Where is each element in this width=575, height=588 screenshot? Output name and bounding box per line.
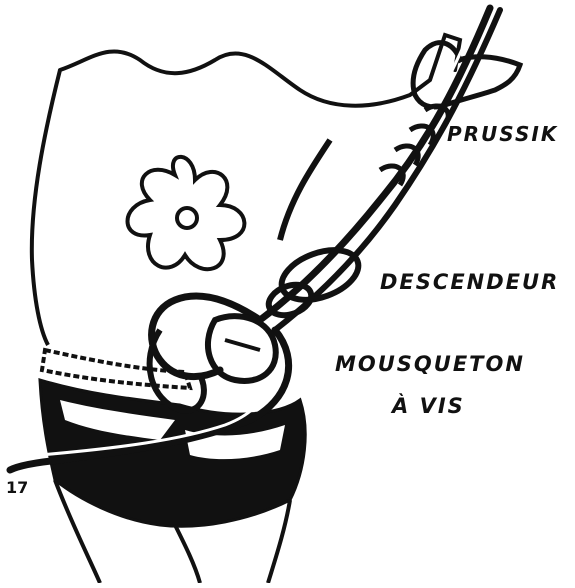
corner-mark: 17 (6, 478, 28, 497)
inner-leg (175, 525, 200, 583)
label-descendeur: DESCENDEUR (380, 270, 559, 294)
right-leg (268, 500, 290, 583)
hand-outline (413, 43, 520, 107)
label-prussik: PRUSSIK (447, 122, 558, 146)
label-a-vis: À VIS (392, 394, 465, 418)
torso-left-side (32, 70, 60, 345)
flower-print (128, 157, 245, 269)
label-mousqueton: MOUSQUETON (335, 352, 525, 376)
torso-outline (60, 35, 460, 106)
